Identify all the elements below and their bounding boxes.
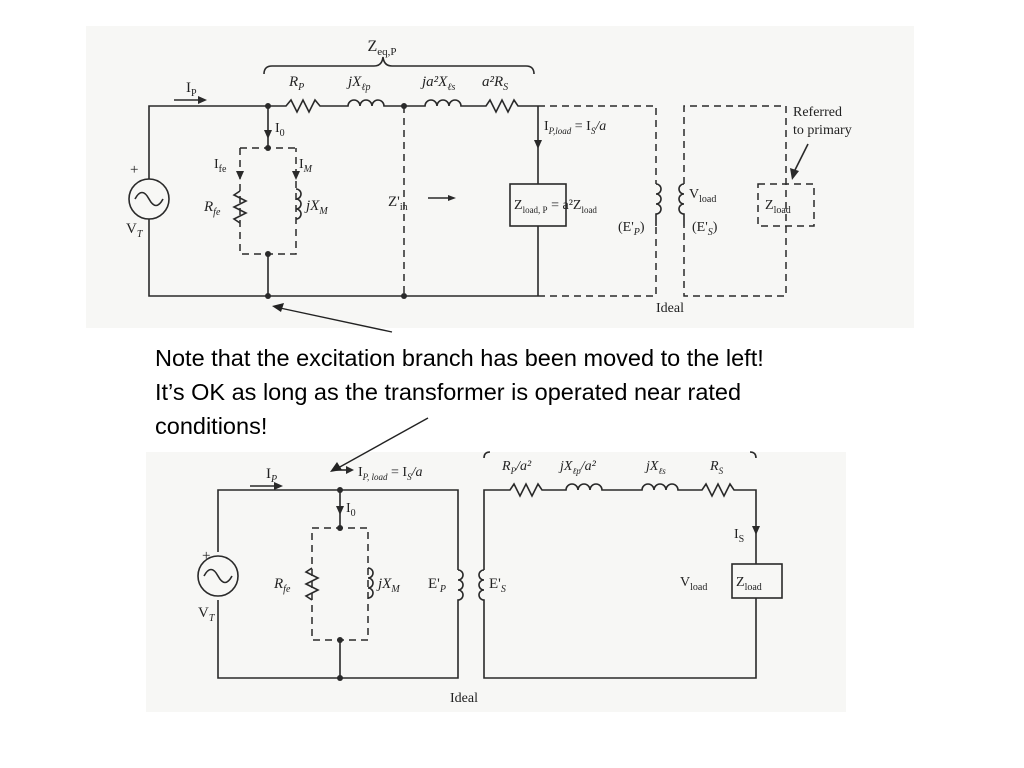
secondary-loop-wire — [483, 482, 757, 679]
ja2xls-label: ja²Xℓs — [420, 74, 455, 93]
zload-label: Zload — [736, 575, 762, 593]
ac-source-wave — [134, 191, 164, 207]
im-label: IM — [299, 157, 313, 175]
note-line: Note that the excitation branch has been… — [155, 345, 764, 371]
i0-arrow — [336, 506, 344, 515]
primary-top-wire-dashed — [538, 105, 657, 184]
primary-top-wire — [148, 98, 538, 146]
zload-box — [731, 563, 783, 599]
ac-source-icon — [197, 555, 239, 597]
zload-p-label: Zload, P = a²Zload — [514, 198, 597, 215]
referred-label: Referred — [793, 105, 842, 120]
zload-label: Zload — [765, 198, 791, 216]
junction-dot — [265, 251, 271, 257]
top-circuit-diagram: Zeq,P IP RP jXℓp ja²Xℓs a²RS + VT I0 Rfe… — [126, 38, 852, 316]
ip-load-label: IP, load = IS/a — [358, 465, 422, 482]
jxlp-a2-label: jXℓp/a² — [558, 459, 597, 476]
note-text: Note that the excitation branch has been… — [155, 341, 925, 443]
rfe-resistor-icon — [232, 190, 248, 224]
ip-load-arrow — [534, 140, 542, 149]
excitation-box — [239, 147, 297, 255]
jxm-inductor-icon — [295, 188, 302, 220]
rp-label: RP — [288, 74, 304, 93]
note-line: It’s OK as long as the transformer is op… — [155, 379, 742, 405]
ideal-label: Ideal — [450, 691, 478, 706]
jxls-label: jXℓs — [644, 459, 666, 476]
rp-a2-label: RP/a² — [501, 459, 532, 476]
i0-label: I0 — [346, 501, 356, 519]
transformer-primary-coil — [457, 569, 464, 612]
ip-load-label: IP,load = IS/a — [544, 119, 606, 136]
es-label: E'S — [489, 576, 506, 595]
primary-loop-wire — [217, 489, 459, 679]
current-ip-label: IP — [266, 466, 277, 485]
ife-arrow — [236, 171, 244, 180]
vt-label: VT — [126, 221, 144, 240]
rfe-label: Rfe — [203, 199, 221, 218]
bottom-circuit-diagram: + VT IP IP, load = IS/a I0 Rfe jXM E'P E… — [197, 451, 783, 706]
rfe-resistor-icon — [304, 567, 320, 601]
ac-source-wave — [203, 568, 233, 584]
bottom-circuit-panel: + VT IP IP, load = IS/a I0 Rfe jXM E'P E… — [146, 451, 846, 712]
excitation-box — [311, 527, 369, 641]
im-arrow — [292, 171, 300, 180]
referred-arrow — [793, 143, 809, 173]
secondary-dashed-loop — [683, 105, 787, 297]
to-primary-label: to primary — [793, 123, 852, 138]
current-ip-label: IP — [186, 80, 197, 99]
ideal-label: Ideal — [656, 301, 684, 316]
zload-dashed-box — [757, 183, 815, 227]
jxm-label: jXM — [304, 198, 328, 217]
junction-dot — [265, 145, 271, 151]
jxlp-label: jXℓp — [346, 74, 371, 93]
is-arrow — [752, 526, 760, 535]
zeq-label: Zeq,P — [367, 38, 396, 58]
ac-source-icon — [128, 178, 170, 220]
source-plus-label: + — [130, 162, 138, 178]
zin-label: Z'in — [388, 194, 408, 213]
transformer-primary-coil — [655, 183, 662, 226]
a2rs-label: a²RS — [482, 74, 508, 93]
note-line: conditions! — [155, 413, 268, 439]
top-circuit-panel: Zeq,P IP RP jXℓp ja²Xℓs a²RS + VT I0 Rfe… — [86, 26, 914, 328]
jxm-label: jXM — [376, 576, 400, 595]
vload-label: Vload — [689, 187, 716, 205]
rfe-label: Rfe — [273, 576, 291, 595]
source-plus-label: + — [202, 548, 210, 564]
i0-arrow — [264, 130, 272, 139]
transformer-secondary-coil — [478, 569, 485, 612]
transformer-secondary-coil — [678, 183, 685, 226]
junction-dot — [401, 293, 407, 299]
source-wire — [148, 146, 538, 297]
series-brace — [483, 451, 757, 459]
zload-p-box — [509, 183, 567, 227]
zeq-brace — [263, 56, 535, 75]
rs-label: RS — [709, 459, 724, 476]
jxm-inductor-icon — [367, 567, 374, 599]
bottom-wire-dashed — [538, 226, 657, 297]
junction-dot — [337, 637, 343, 643]
is-label: IS — [734, 527, 744, 545]
i0-label: I0 — [275, 121, 285, 139]
vload-label: Vload — [680, 575, 707, 593]
ep-label: E'P — [428, 576, 446, 595]
junction-dot — [337, 525, 343, 531]
ife-label: Ife — [214, 157, 227, 175]
es-label: (E'S) — [692, 220, 718, 238]
vt-label: VT — [198, 605, 216, 624]
ep-label: (E'P) — [618, 220, 645, 238]
